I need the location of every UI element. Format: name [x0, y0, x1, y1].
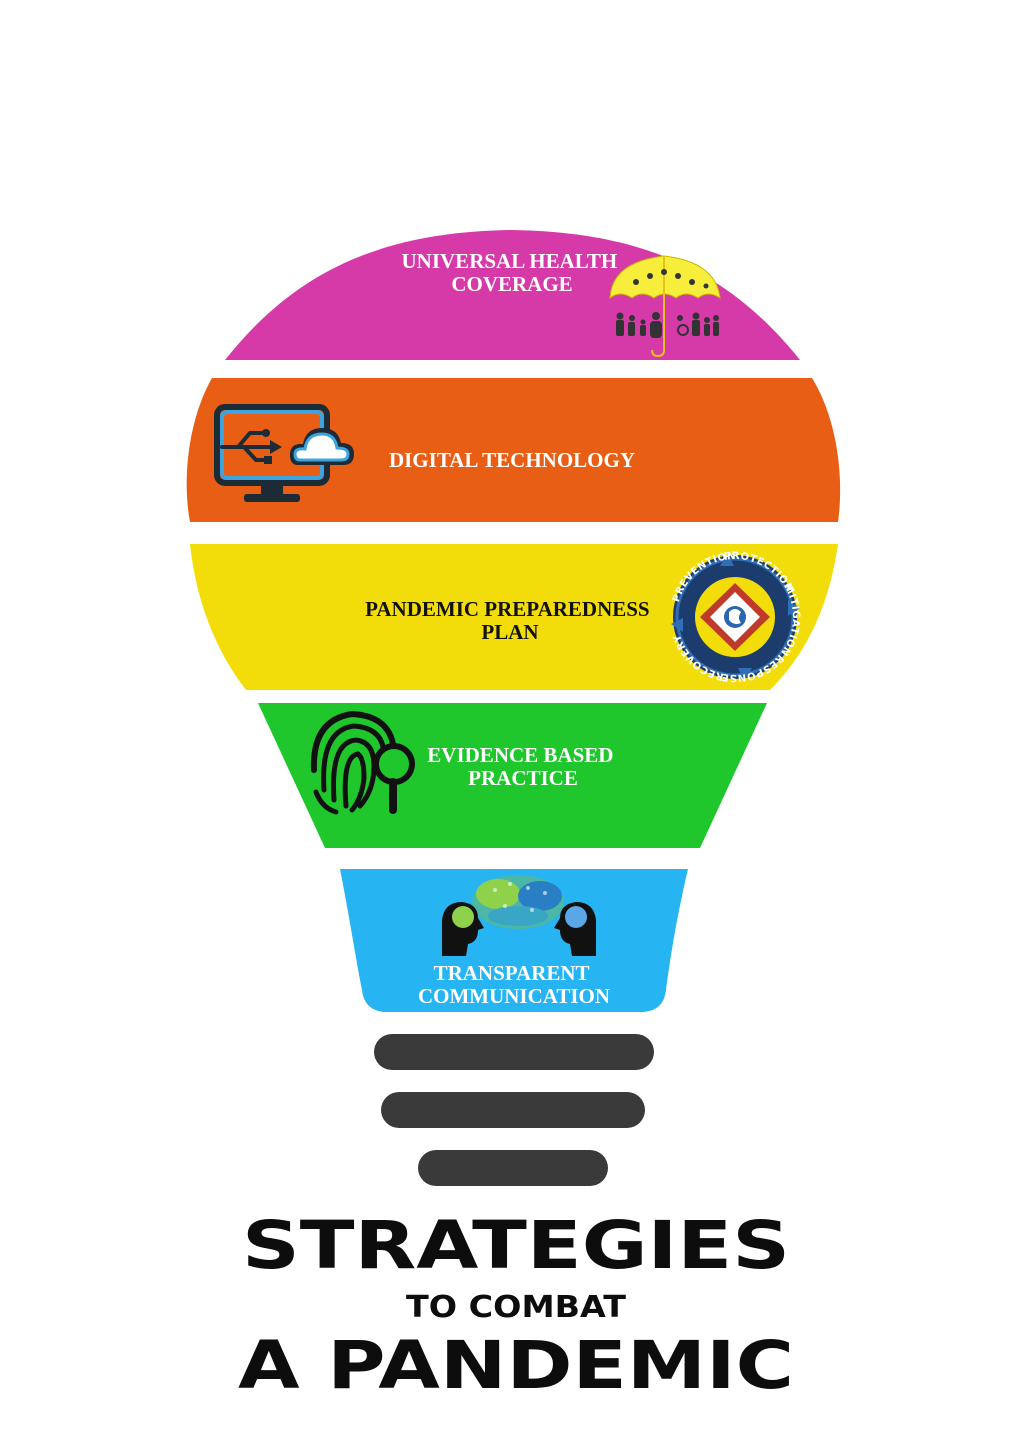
title-line-to-combat: TO COMBAT: [406, 1290, 627, 1325]
band-label-transparent-communication: TRANSPARENT COMMUNICATION: [418, 961, 610, 1008]
band-shape: [186, 378, 841, 522]
bulb-base: [374, 1034, 654, 1186]
heads-communication-icon: [442, 875, 596, 956]
band-shape: [340, 869, 688, 1012]
band-transparent-communication: TRANSPARENT COMMUNICATION: [340, 869, 688, 1012]
fingerprint-magnifier-icon: [310, 710, 415, 815]
preparedness-cycle-icon: PREVENTION PROTECTION MITIGATION RESPONS…: [671, 551, 801, 683]
umbrella-family-icon: [609, 255, 721, 358]
band-label-pandemic-preparedness-plan: PANDEMIC PREPAREDNESS PLAN: [365, 597, 655, 644]
band-label-universal-health-coverage: UNIVERSAL HEALTH COVERAGE: [402, 249, 623, 296]
title-line-a-pandemic: A PANDEMIC: [238, 1327, 794, 1404]
title-block: STRATEGIES TO COMBAT A PANDEMIC: [238, 1207, 794, 1404]
band-shape: [258, 703, 767, 848]
title-line-strategies: STRATEGIES: [242, 1207, 790, 1284]
band-universal-health-coverage: UNIVERSAL HEALTH COVERAGE: [225, 230, 800, 360]
base-bar-top: [374, 1034, 654, 1070]
base-bar-bottom: [418, 1150, 608, 1186]
monitor-cloud-icon: [214, 404, 354, 502]
base-bar-middle: [381, 1092, 645, 1128]
band-pandemic-preparedness-plan: PANDEMIC PREPAREDNESS PLAN PREVENTION: [190, 544, 838, 690]
band-label-evidence-based-practice: EVIDENCE BASED PRACTICE: [427, 743, 618, 790]
band-evidence-based-practice: EVIDENCE BASED PRACTICE: [258, 703, 767, 848]
band-label-digital-technology: DIGITAL TECHNOLOGY: [389, 448, 635, 472]
band-digital-technology: DIGITAL TECHNOLOGY: [186, 378, 841, 522]
band-shape: [190, 544, 838, 690]
